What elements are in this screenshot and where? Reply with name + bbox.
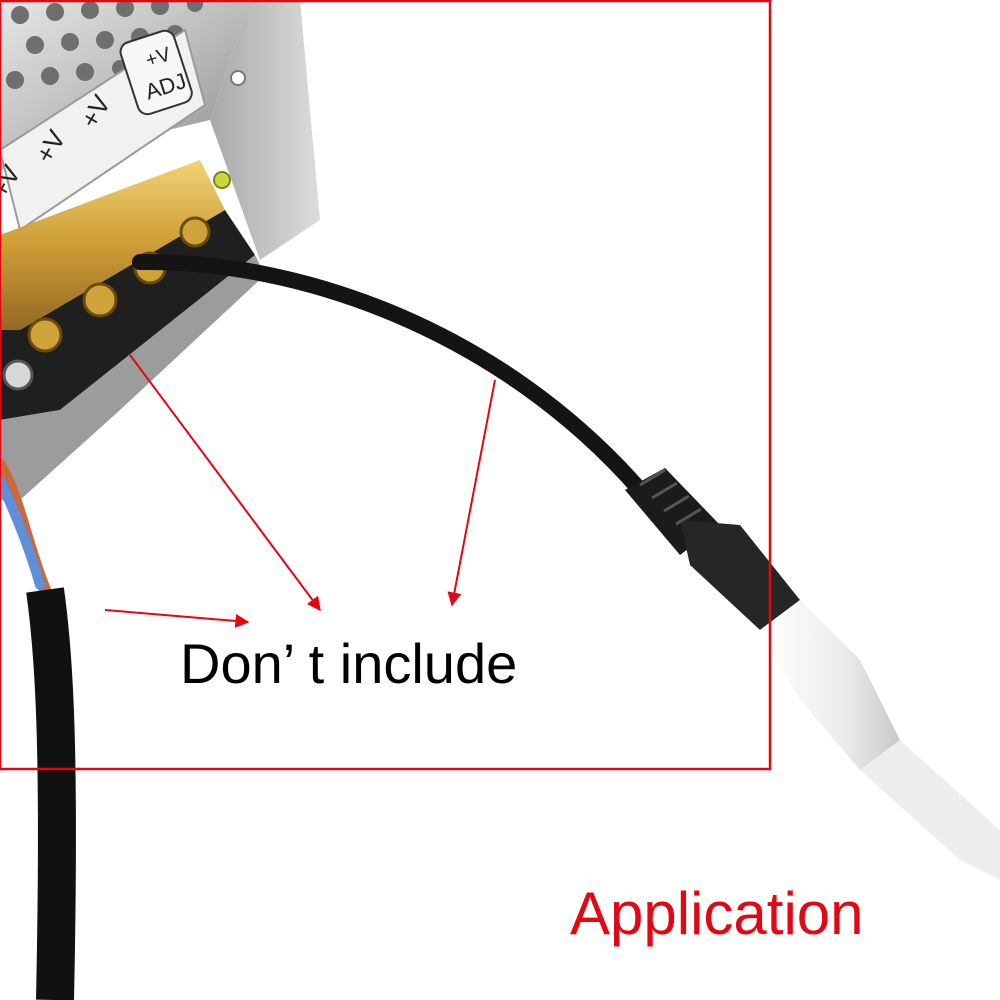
note-text: Don’ t include xyxy=(180,632,518,695)
power-supply xyxy=(0,0,320,500)
input-cable xyxy=(26,587,76,1000)
housing-bottom-plate xyxy=(0,255,265,500)
adj-label-plate: +V ADJ xyxy=(119,29,193,116)
dc-female-jack xyxy=(625,468,800,630)
terminal-cover xyxy=(0,160,225,330)
annotation-arrows xyxy=(104,354,496,628)
mounting-hole xyxy=(230,70,246,86)
output-cable xyxy=(132,253,648,498)
arrow-icon xyxy=(129,354,321,612)
arrow-icon xyxy=(104,609,250,628)
dc-male-plug xyxy=(760,600,1000,880)
housing-side-plate xyxy=(210,0,320,260)
arrow-icon xyxy=(447,379,496,607)
input-wires xyxy=(0,459,51,596)
footer-title: Application xyxy=(570,880,864,947)
status-led xyxy=(213,171,231,189)
highlight-frame xyxy=(0,0,772,771)
